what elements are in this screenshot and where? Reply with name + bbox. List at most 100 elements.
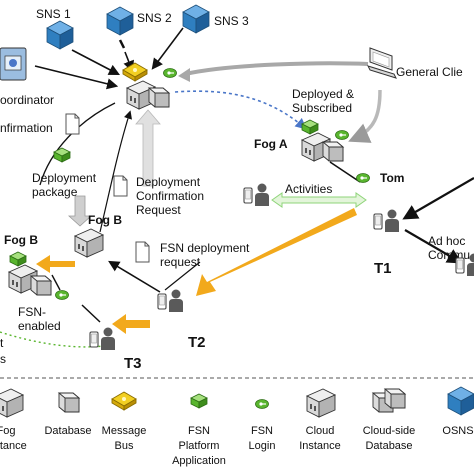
left-dotted-green-curve bbox=[0, 331, 113, 348]
fog-a-label: Fog A bbox=[254, 137, 288, 151]
t3-link bbox=[81, 304, 101, 323]
legend-label-cloud-side-database-0: Cloud-side bbox=[363, 425, 416, 437]
deployment-package-arrow bbox=[67, 195, 93, 227]
t2-to-fog-b-arrow bbox=[108, 260, 161, 293]
general-client-to-fog-a-arrow bbox=[348, 89, 382, 143]
fog-a-login-icon bbox=[335, 130, 349, 140]
legend-label-message-bus-0: Message bbox=[102, 425, 147, 437]
fog-b-upper-label: Fog B bbox=[88, 213, 122, 227]
legend-label-fsn-login-0: FSN bbox=[251, 425, 273, 437]
message-bus-icon-legend bbox=[111, 391, 137, 411]
t1-label: T1 bbox=[374, 260, 392, 277]
legend-label-fsn-login-1: Login bbox=[249, 440, 276, 452]
deployment-package-label-1: Deployment bbox=[32, 171, 97, 185]
left-stub-label-upper: t bbox=[0, 336, 4, 350]
t1-ad-hoc-arrow-upper bbox=[402, 177, 474, 220]
sns2-label: SNS 2 bbox=[137, 11, 172, 25]
fsn-deployment-label-1: FSN deployment bbox=[160, 241, 250, 255]
legend-label-cloud-side-database-1: Database bbox=[365, 440, 412, 452]
fsn-login-icon bbox=[255, 399, 269, 409]
fsn-platform-application-icon bbox=[190, 393, 208, 409]
coordinator-login-icon bbox=[163, 68, 177, 78]
cloud-instance-icon bbox=[306, 388, 336, 418]
fog-a-user-icon bbox=[243, 182, 270, 207]
database-icon bbox=[58, 392, 80, 413]
legend-label-database-0: Database bbox=[44, 425, 91, 437]
legend-label-cloud-instance-1: Instance bbox=[299, 440, 341, 452]
coordinator-database-icon bbox=[148, 87, 170, 108]
legend-label-message-bus-1: Bus bbox=[115, 440, 134, 452]
legend bbox=[0, 386, 474, 418]
sns-to-bus-arrows bbox=[34, 27, 184, 90]
general-client-to-bus-head bbox=[178, 68, 190, 82]
message-bus-icon bbox=[122, 62, 148, 82]
legend-label-fsn-platform-application-2: Application bbox=[172, 455, 226, 467]
confirmation-doc-icon bbox=[65, 113, 80, 135]
legend-label-osns-0: OSNS bbox=[442, 425, 473, 437]
fog-a-to-tom-link bbox=[329, 161, 361, 183]
fog-b-login-link bbox=[51, 274, 61, 291]
sns1-cube-icon bbox=[46, 20, 74, 50]
t2-user-icon bbox=[157, 288, 184, 313]
tom-user-icon bbox=[373, 208, 400, 233]
sns3-cube-icon bbox=[182, 4, 210, 34]
ad-hoc-label-1: Ad hoc bbox=[428, 234, 465, 248]
fog-b-server-icon bbox=[74, 228, 104, 258]
sns3-label: SNS 3 bbox=[214, 14, 249, 28]
fsn-enabled-label-1: FSN- bbox=[18, 305, 46, 319]
tom-label: Tom bbox=[380, 171, 404, 185]
legend-label-fsn-platform-application-0: FSN bbox=[188, 425, 210, 437]
fsn-deployment-label-2: request bbox=[160, 255, 201, 269]
fog-a-fsn-app-icon bbox=[301, 119, 319, 135]
deployment-confirmation-label-1: Deployment bbox=[136, 175, 201, 189]
fog-b-lower-login-icon bbox=[55, 290, 69, 300]
fsn-enabled-label-2: enabled bbox=[18, 319, 61, 333]
tom-login-icon bbox=[356, 173, 370, 183]
legend-label-fog-instance-0: Fog bbox=[0, 425, 15, 437]
deployment-confirmation-arrow bbox=[135, 109, 161, 187]
deployed-subscribed-dashed bbox=[174, 90, 307, 130]
general-client-to-bus-arrow bbox=[184, 61, 369, 76]
left-stub-label: s bbox=[0, 352, 6, 366]
fog-a-database-icon bbox=[322, 141, 344, 162]
confirmation-label: nfirmation bbox=[0, 121, 53, 135]
sns2-cube-icon bbox=[106, 6, 134, 36]
cloud-side-database-icon bbox=[372, 388, 406, 413]
legend-label-fsn-platform-application-1: Platform bbox=[179, 440, 220, 452]
fsn-flow-arrow-to-t3 bbox=[112, 314, 150, 334]
deployment-confirmation-label-3: Request bbox=[136, 203, 181, 217]
confirmation-curve bbox=[39, 102, 116, 186]
general-client-monitor-icon bbox=[367, 47, 397, 79]
t3-label: T3 bbox=[124, 355, 142, 372]
deployed-subscribed-label-1: Deployed & bbox=[292, 87, 354, 101]
fsn-flow-arrow-t1-t2 bbox=[196, 208, 357, 296]
t2-fsn-deployment-link bbox=[164, 261, 201, 291]
deployment-confirmation-label-2: Confirmation bbox=[136, 189, 204, 203]
fog-b-to-bus-curve bbox=[99, 110, 132, 233]
fog-instance-icon bbox=[0, 388, 24, 418]
deployment-package-icon bbox=[53, 147, 71, 163]
t1-ad-hoc-arrow-lower bbox=[404, 229, 463, 264]
fog-b-lower-label: Fog B bbox=[4, 233, 38, 247]
coordinator-label: oordinator bbox=[0, 93, 54, 107]
fog-b-lower-database-icon bbox=[30, 275, 52, 296]
t2-label: T2 bbox=[188, 334, 206, 351]
sns2-login-key-icon bbox=[118, 39, 126, 49]
legend-label-cloud-instance-0: Cloud bbox=[306, 425, 335, 437]
fsn-deployment-doc-icon bbox=[135, 241, 150, 263]
fsn-flow-arrow-to-fog-b bbox=[36, 255, 75, 273]
sns1-label: SNS 1 bbox=[36, 7, 71, 21]
osns-icon bbox=[447, 386, 474, 416]
coordinator-icon bbox=[0, 47, 27, 81]
deployment-package-label-2: package bbox=[32, 185, 78, 199]
t3-user-icon bbox=[89, 326, 116, 351]
deployed-subscribed-label-2: Subscribed bbox=[292, 101, 352, 115]
deployment-confirmation-doc-icon bbox=[113, 175, 128, 197]
activities-arrow bbox=[271, 192, 367, 208]
fog-b-fsn-app-icon bbox=[9, 251, 27, 267]
activities-label: Activities bbox=[285, 182, 332, 196]
general-client-label: General Clie bbox=[396, 65, 463, 79]
legend-label-fog-instance-1: Instance bbox=[0, 440, 27, 452]
